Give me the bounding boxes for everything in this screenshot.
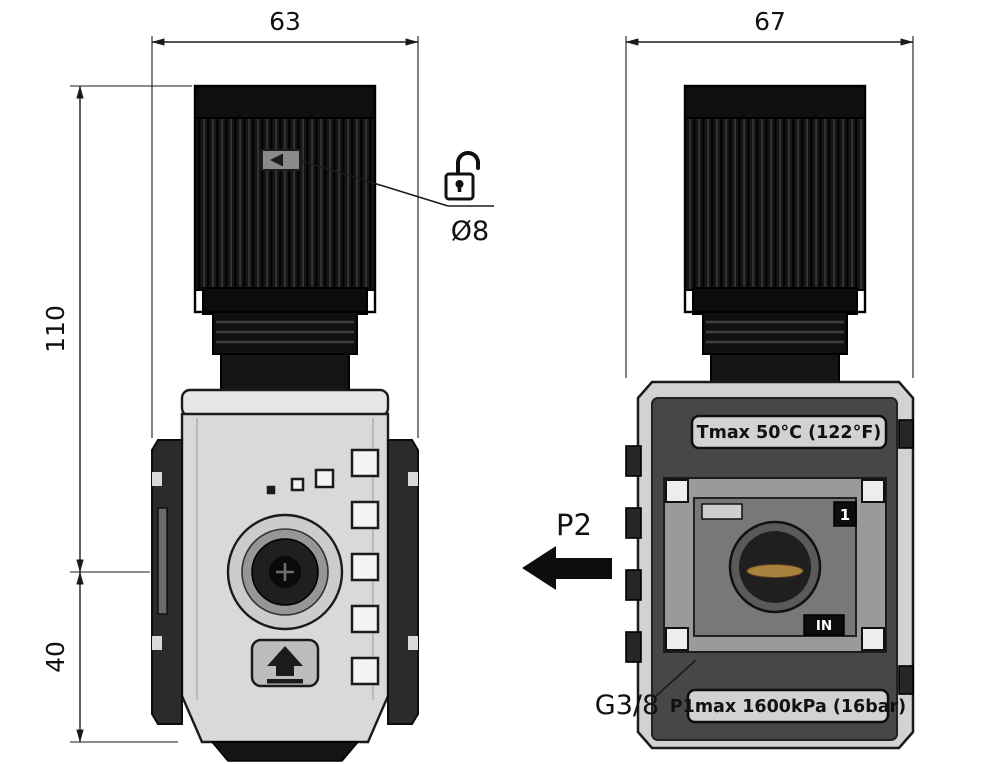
tab bbox=[625, 507, 642, 539]
badge bbox=[803, 614, 845, 636]
tab bbox=[625, 569, 642, 601]
pattern-square bbox=[350, 500, 380, 530]
diaphragm-slit bbox=[746, 564, 804, 578]
tab bbox=[625, 631, 642, 663]
thread-label: G3/8 bbox=[595, 690, 659, 721]
corner-square bbox=[861, 627, 885, 651]
pattern-square bbox=[350, 448, 380, 478]
dim-width-front: 63 bbox=[151, 7, 419, 438]
port-1-label: 1 bbox=[840, 506, 850, 524]
wing-slot bbox=[157, 507, 168, 615]
relief-baseline bbox=[267, 679, 303, 684]
relief-valve-chip bbox=[250, 638, 320, 688]
corner-square bbox=[665, 479, 689, 503]
tab bbox=[625, 445, 642, 477]
lock-diameter-label: Ø8 bbox=[451, 216, 489, 247]
wing-notch bbox=[408, 472, 418, 486]
pattern-square bbox=[350, 552, 380, 582]
dim-67-label: 67 bbox=[754, 7, 786, 36]
thread-callout: G3/8 bbox=[595, 659, 697, 721]
pattern-square bbox=[290, 477, 305, 492]
neck-lower bbox=[710, 353, 840, 385]
in-badge: IN bbox=[803, 614, 845, 636]
plate bbox=[690, 414, 888, 450]
leader-line bbox=[655, 659, 697, 697]
unlock-icon bbox=[444, 151, 480, 201]
knob-base-band bbox=[692, 287, 858, 315]
corner-square bbox=[861, 479, 885, 503]
dim-height-upper: 110 bbox=[41, 85, 192, 573]
p1max-plate: P1max 1600kPa (16bar) bbox=[670, 688, 906, 724]
neck-lower bbox=[220, 353, 350, 391]
base-foot bbox=[210, 741, 360, 762]
tab bbox=[898, 665, 914, 695]
wing-notch bbox=[408, 636, 418, 650]
dim-40-label: 40 bbox=[41, 641, 70, 673]
leader-line bbox=[301, 160, 449, 207]
central-panel: 1 IN bbox=[663, 477, 887, 653]
pattern-square bbox=[350, 604, 380, 634]
dim-height-lower: 40 bbox=[41, 571, 178, 743]
gauge-port bbox=[226, 513, 344, 631]
unlock-shackle bbox=[455, 151, 480, 184]
dim-63-label: 63 bbox=[269, 7, 301, 36]
plate bbox=[686, 688, 890, 724]
keyhole-slot bbox=[457, 184, 462, 192]
wing-notch bbox=[152, 472, 162, 486]
dim-width-side: 67 bbox=[625, 7, 914, 378]
corner-square bbox=[665, 627, 689, 651]
pattern-square-dot bbox=[266, 485, 276, 495]
side-tabs-left bbox=[625, 445, 642, 663]
knob-side bbox=[683, 84, 867, 315]
pattern-square bbox=[314, 468, 335, 489]
tab bbox=[898, 419, 914, 449]
tmax-label: Tmax 50°C (122°F) bbox=[697, 423, 882, 443]
knob-base-band bbox=[202, 287, 368, 315]
arrow-shaft bbox=[554, 558, 612, 579]
neck-front bbox=[212, 311, 358, 391]
p2-callout: P2 bbox=[522, 508, 612, 590]
lock-callout: Ø8 bbox=[301, 151, 494, 247]
badge bbox=[833, 501, 857, 527]
left-arrow-icon bbox=[522, 546, 612, 590]
body-side: Tmax 50°C (122°F) 1 bbox=[625, 380, 915, 750]
mounting-wing-right bbox=[387, 439, 419, 725]
tmax-plate: Tmax 50°C (122°F) bbox=[690, 414, 888, 450]
body-front bbox=[151, 388, 419, 762]
arrow-head bbox=[522, 546, 556, 590]
p2-label: P2 bbox=[556, 508, 592, 542]
front-view: 63 110 40 bbox=[41, 7, 494, 762]
knob-front bbox=[193, 84, 377, 315]
knob-knurling bbox=[684, 117, 866, 291]
side-view: 67 bbox=[522, 7, 915, 750]
relief-valve-arrow-icon bbox=[267, 646, 303, 676]
side-tabs-right bbox=[898, 419, 914, 695]
knob-cap bbox=[194, 85, 376, 121]
knob-knurling bbox=[194, 117, 376, 291]
square-pattern bbox=[266, 448, 380, 686]
p1max-label: P1max 1600kPa (16bar) bbox=[670, 697, 906, 717]
in-label: IN bbox=[816, 618, 832, 634]
wing-notch bbox=[152, 636, 162, 650]
panel-chip bbox=[701, 503, 743, 520]
pattern-square bbox=[350, 656, 380, 686]
dim-110-label: 110 bbox=[41, 305, 70, 353]
lock-window-arrow-icon bbox=[270, 153, 283, 167]
port-1-badge: 1 bbox=[833, 501, 857, 527]
neck-side bbox=[702, 311, 848, 385]
bonnet bbox=[180, 388, 390, 418]
knob-cap bbox=[684, 85, 866, 121]
